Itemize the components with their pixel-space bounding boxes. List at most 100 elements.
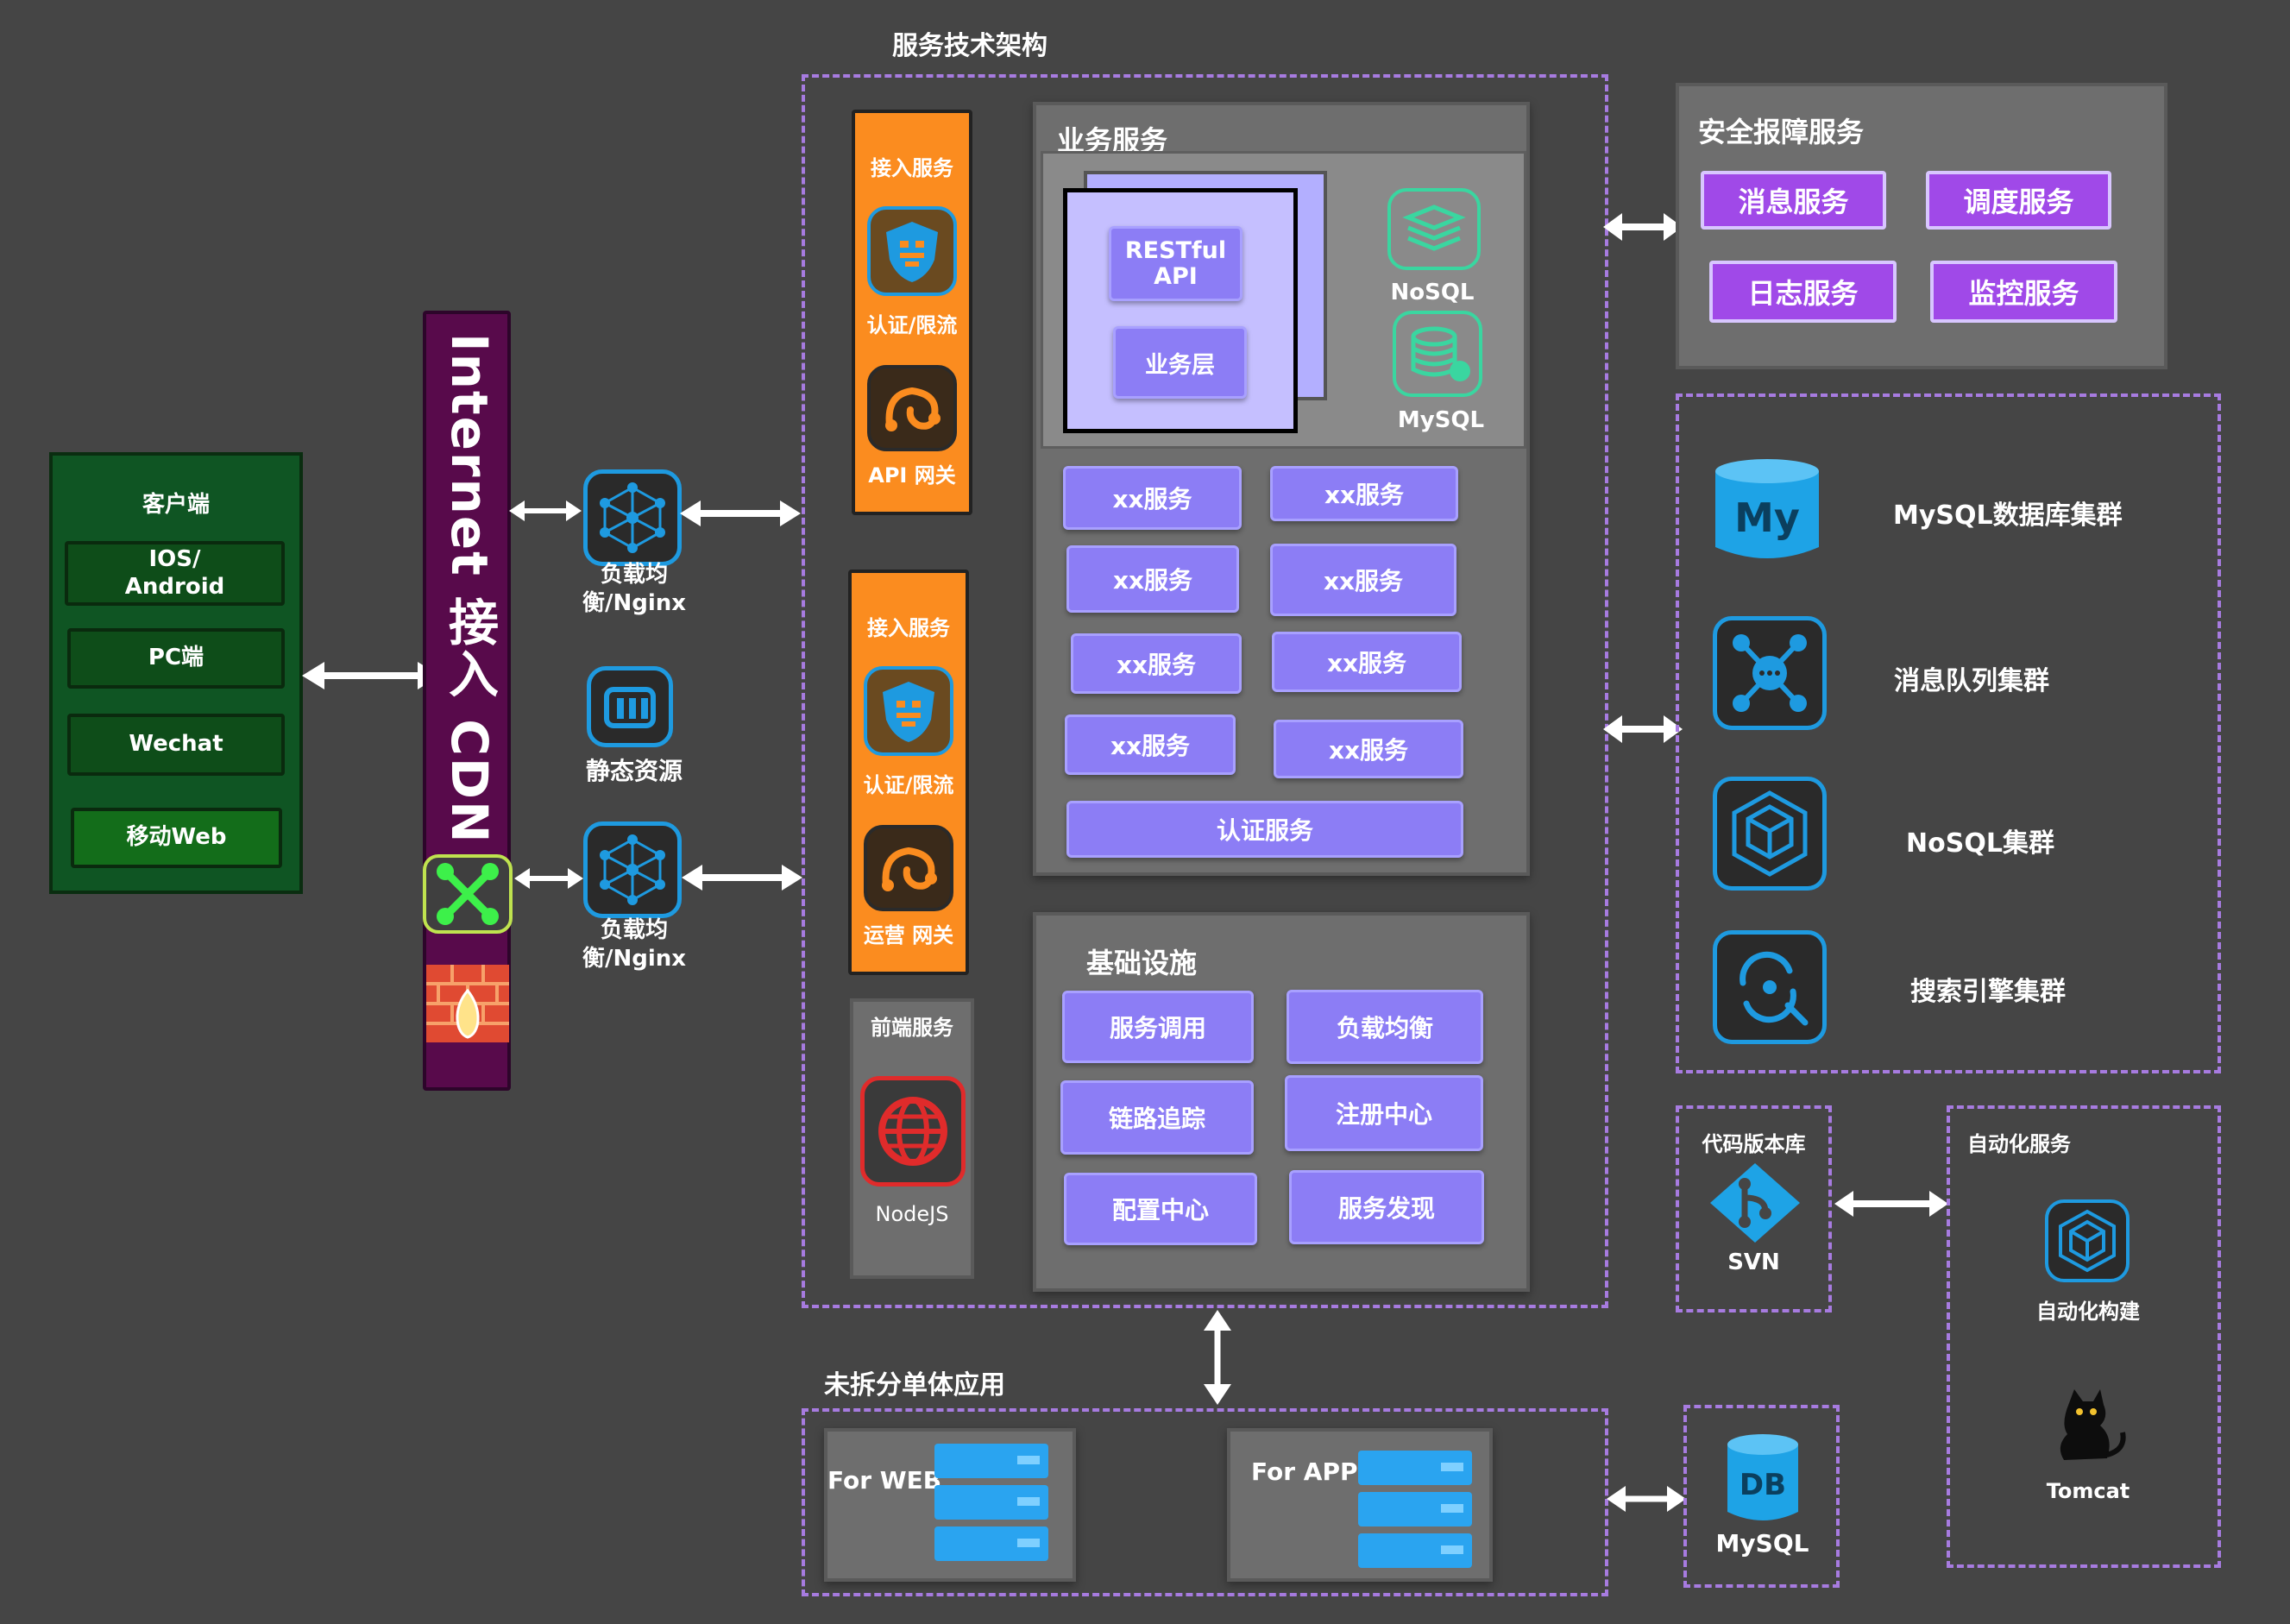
arrow-main-monolith [1204, 1310, 1231, 1405]
search-engine-icon [1713, 930, 1827, 1044]
frontend-service: 前端服务 NodeJS [850, 998, 974, 1279]
shield-icon [864, 666, 953, 756]
gateway-api-title: 接入服务 [871, 156, 953, 180]
network-hub-icon [423, 854, 513, 934]
gateway-ops-label: 运营 网关 [863, 923, 954, 947]
search-cluster-label: 搜索引擎集群 [1910, 977, 2066, 1007]
cdn-bar: Internet 接入 CDN [423, 311, 511, 1091]
arrow-cdn-lb2 [514, 868, 583, 889]
infra-load-balance[interactable]: 负载均衡 [1287, 990, 1483, 1064]
security-title: 安全报障服务 [1698, 116, 1865, 148]
monolith-web-label: For WEB [827, 1466, 942, 1495]
mysql-logo-text: My [1734, 494, 1800, 541]
nosql-cluster-icon [1713, 777, 1827, 891]
lb2-label: 负载均 衡/Nginx [582, 917, 687, 972]
business-layer-box[interactable]: 业务层 [1113, 326, 1247, 399]
mysql-icon [1393, 311, 1482, 397]
nosql-cluster-label: NoSQL集群 [1906, 828, 2054, 859]
auth-service[interactable]: 认证服务 [1066, 801, 1463, 858]
business-mysql-label: MySQL [1397, 407, 1485, 433]
gateway-api-auth: 认证/限流 [866, 313, 958, 337]
gateway-api: 接入服务 认证/限流 API 网关 [852, 110, 972, 515]
infra-config-center[interactable]: 配置中心 [1064, 1173, 1257, 1245]
automation-title: 自动化服务 [1967, 1132, 2071, 1156]
arrow-main-clusters [1603, 715, 1683, 743]
infra-service-discovery[interactable]: 服务发现 [1289, 1170, 1484, 1244]
load-balancer-icon [583, 469, 682, 566]
security-schedule-service[interactable]: 调度服务 [1926, 171, 2111, 230]
message-queue-icon [1713, 616, 1827, 730]
shield-icon [867, 206, 957, 296]
xx-service-6[interactable]: xx服务 [1272, 632, 1462, 692]
arrow-main-security [1603, 213, 1683, 241]
arrow-cdn-lb1 [509, 500, 582, 521]
auto-build-icon [2045, 1199, 2130, 1282]
frontend-node-label: NodeJS [875, 1202, 949, 1226]
arrow-client-cdn [302, 662, 440, 689]
auto-build-label: 自动化构建 [2036, 1300, 2140, 1324]
globe-icon [860, 1076, 966, 1187]
arrow-lb2-gateway [682, 865, 802, 891]
static-resource-label: 静态资源 [585, 757, 683, 785]
lb1-label: 负载均 衡/Nginx [582, 562, 687, 616]
client-ios-android[interactable]: IOS/ Android [65, 541, 285, 606]
restful-api-box[interactable]: RESTful API [1109, 226, 1243, 301]
xx-service-7[interactable]: xx服务 [1065, 714, 1236, 775]
svn-container [1676, 1105, 1832, 1312]
mysql-cluster-icon: My [1714, 457, 1821, 563]
security-log-service[interactable]: 日志服务 [1709, 261, 1897, 323]
xx-service-4[interactable]: xx服务 [1270, 544, 1456, 616]
db-logo-text: DB [1740, 1468, 1786, 1502]
svn-label: SVN [1727, 1249, 1780, 1275]
gateway-api-label: API 网关 [868, 463, 956, 488]
mq-cluster-label: 消息队列集群 [1894, 666, 2049, 696]
xx-service-3[interactable]: xx服务 [1066, 545, 1239, 613]
tomcat-icon [2043, 1386, 2130, 1469]
client-wechat[interactable]: Wechat [67, 714, 285, 776]
xx-service-2[interactable]: xx服务 [1270, 466, 1458, 521]
monolith-app: For APP [1227, 1428, 1493, 1582]
client-mobile-web[interactable]: 移动Web [71, 808, 282, 868]
database-icon: DB [1726, 1432, 1800, 1524]
frontend-title: 前端服务 [871, 1016, 953, 1040]
xx-service-8[interactable]: xx服务 [1274, 720, 1463, 778]
infra-title: 基础设施 [1086, 947, 1198, 979]
api-gateway-icon [864, 825, 953, 911]
clusters-container [1676, 393, 2221, 1073]
monolith-container [802, 1408, 1608, 1596]
gateway-ops-title: 接入服务 [867, 616, 950, 640]
arrow-svn-automation [1834, 1191, 1948, 1217]
nosql-icon [1387, 188, 1481, 270]
infra-service-call[interactable]: 服务调用 [1062, 991, 1254, 1063]
xx-service-5[interactable]: xx服务 [1071, 633, 1242, 694]
cdn-label: Internet 接入 CDN [440, 333, 499, 845]
load-balancer-icon [583, 821, 682, 918]
xx-service-1[interactable]: xx服务 [1063, 466, 1242, 530]
monolith-web: For WEB [824, 1428, 1076, 1582]
static-resource-icon [587, 666, 673, 747]
arrow-monolith-db [1607, 1486, 1686, 1512]
monolith-app-label: For APP [1251, 1457, 1358, 1486]
server-icon [1358, 1451, 1472, 1568]
service-architecture-container [802, 74, 1608, 1308]
tomcat-label: Tomcat [2046, 1479, 2130, 1503]
client-title: 客户端 [142, 492, 210, 518]
infra-tracing[interactable]: 链路追踪 [1060, 1080, 1254, 1155]
svn-title: 代码版本库 [1702, 1132, 1806, 1156]
security-message-service[interactable]: 消息服务 [1701, 171, 1886, 230]
client-pc[interactable]: PC端 [67, 628, 285, 689]
mysql-cluster-label: MySQL数据库集群 [1893, 500, 2123, 531]
db-container [1683, 1405, 1840, 1588]
arrow-lb1-gateway [680, 500, 801, 526]
monolith-title: 未拆分单体应用 [824, 1370, 1005, 1401]
server-icon [934, 1444, 1052, 1561]
api-gateway-icon [867, 365, 957, 451]
gateway-ops-auth: 认证/限流 [863, 773, 954, 797]
business-nosql-label: NoSQL [1390, 280, 1475, 305]
db-mysql-label: MySQL [1715, 1529, 1809, 1558]
git-branch-icon [1707, 1160, 1803, 1246]
security-monitor-service[interactable]: 监控服务 [1930, 261, 2117, 323]
gateway-ops: 接入服务 认证/限流 运营 网关 [848, 570, 969, 975]
firewall-icon [426, 965, 509, 1042]
infra-registry[interactable]: 注册中心 [1285, 1075, 1483, 1151]
